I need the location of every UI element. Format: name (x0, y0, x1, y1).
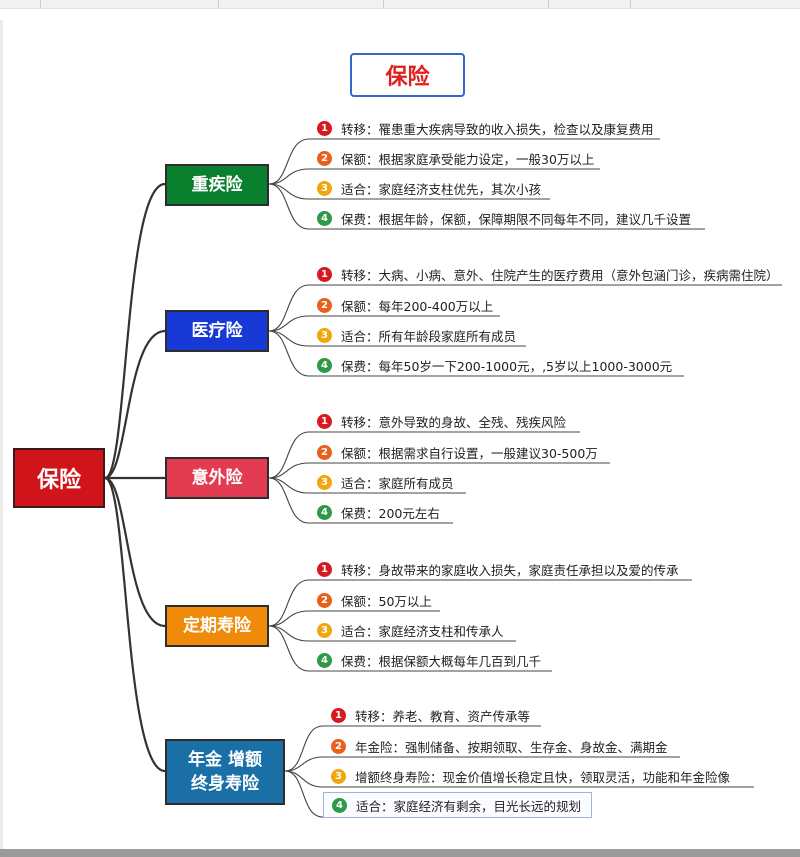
leaf-node[interactable]: 4 保费：200元左右 (317, 501, 440, 523)
number-badge-icon: 1 (317, 413, 332, 429)
number-badge-icon: 4 (317, 504, 332, 520)
number-badge-icon: 2 (317, 592, 332, 608)
leaf-text: 年金险：强制储备、按期领取、生存金、身故金、满期金 (355, 739, 668, 755)
number-badge-icon: 1 (317, 120, 332, 136)
window-bottom-bar (0, 849, 800, 857)
leaf-text: 适合：家庭经济支柱优先，其次小孩 (341, 181, 542, 197)
leaf-node[interactable]: 3 增额终身寿险：现金价值增长稳定且快，领取灵活，功能和年金险像 (331, 765, 730, 787)
number-badge-icon: 1 (317, 266, 332, 282)
leaf-text: 保额：根据家庭承受能力设定，一般30万以上 (341, 151, 595, 167)
branch-node-accident[interactable]: 意外险 (165, 457, 269, 499)
top-bar-divider (548, 0, 549, 8)
leaf-text: 转移：意外导致的身故、全残、残疾风险 (341, 414, 567, 430)
leaf-node[interactable]: 2 年金险：强制储备、按期领取、生存金、身故金、满期金 (331, 735, 668, 757)
leaf-node[interactable]: 1 转移：意外导致的身故、全残、残疾风险 (317, 410, 566, 432)
number-badge-icon: 3 (317, 622, 332, 638)
leaf-text: 保额：50万以上 (341, 593, 432, 609)
page-title[interactable]: 保险 (350, 53, 465, 97)
leaf-text: 保额：根据需求自行设置，一般建议30-500万 (341, 445, 598, 461)
leaf-node[interactable]: 3 适合：所有年龄段家庭所有成员 (317, 324, 516, 346)
number-badge-icon: 3 (331, 768, 346, 784)
leaf-node[interactable]: 2 保额：根据需求自行设置，一般建议30-500万 (317, 441, 598, 463)
leaf-node[interactable]: 1 转移：大病、小病、意外、住院产生的医疗费用（意外包涵门诊，疾病需住院） (317, 263, 779, 285)
branch-node-medical[interactable]: 医疗险 (165, 310, 269, 352)
top-bar-divider (383, 0, 384, 8)
leaf-text: 转移：养老、教育、资产传承等 (355, 708, 531, 724)
leaf-text: 适合：家庭所有成员 (341, 475, 454, 491)
window-top-bar (0, 0, 800, 9)
leaf-node[interactable]: 3 适合：家庭经济支柱优先，其次小孩 (317, 177, 541, 199)
number-badge-icon: 1 (331, 707, 346, 723)
leaf-text: 保费：200元左右 (341, 505, 440, 521)
top-bar-divider (630, 0, 631, 8)
leaf-node[interactable]: 4 保费：根据年龄，保额，保障期限不同每年不同，建议几千设置 (317, 207, 691, 229)
leaf-node[interactable]: 3 适合：家庭经济支柱和传承人 (317, 619, 504, 641)
leaf-text: 转移：身故带来的家庭收入损失，家庭责任承担以及爱的传承 (341, 562, 679, 578)
leaf-node[interactable]: 2 保额：50万以上 (317, 589, 432, 611)
number-badge-icon: 4 (317, 357, 332, 373)
number-badge-icon: 4 (332, 797, 347, 813)
branch-label-line1: 年金 增额 (188, 750, 262, 770)
leaf-text: 转移：罹患重大疾病导致的收入损失，检查以及康复费用 (341, 121, 654, 137)
number-badge-icon: 4 (317, 210, 332, 226)
number-badge-icon: 3 (317, 327, 332, 343)
branch-label-line2: 终身寿险 (191, 774, 259, 794)
leaf-text: 适合：家庭经济有剩余，目光长远的规划 (356, 798, 582, 814)
root-node[interactable]: 保险 (13, 448, 105, 508)
left-edge (0, 20, 3, 850)
number-badge-icon: 2 (317, 297, 332, 313)
top-bar-divider (40, 0, 41, 8)
leaf-node[interactable]: 3 适合：家庭所有成员 (317, 471, 454, 493)
branch-node-annuity[interactable]: 年金 增额 终身寿险 (165, 739, 285, 805)
leaf-node[interactable]: 2 保额：根据家庭承受能力设定，一般30万以上 (317, 147, 594, 169)
number-badge-icon: 2 (331, 738, 346, 754)
leaf-text: 增额终身寿险：现金价值增长稳定且快，领取灵活，功能和年金险像 (355, 769, 731, 785)
leaf-text: 保费：每年50岁一下200-1000元，,5岁以上1000-3000元 (341, 358, 673, 374)
number-badge-icon: 3 (317, 474, 332, 490)
leaf-node[interactable]: 1 转移：养老、教育、资产传承等 (331, 704, 530, 726)
leaf-node-selected[interactable]: 4 适合：家庭经济有剩余，目光长远的规划 (323, 792, 593, 818)
leaf-node[interactable]: 2 保额：每年200-400万以上 (317, 294, 493, 316)
leaf-node[interactable]: 4 保费：每年50岁一下200-1000元，,5岁以上1000-3000元 (317, 354, 672, 376)
leaf-node[interactable]: 4 保费：根据保额大概每年几百到几千 (317, 649, 541, 671)
number-badge-icon: 1 (317, 561, 332, 577)
leaf-text: 转移：大病、小病、意外、住院产生的医疗费用（意外包涵门诊，疾病需住院） (341, 267, 779, 283)
number-badge-icon: 4 (317, 652, 332, 668)
leaf-text: 保费：根据年龄，保额，保障期限不同每年不同，建议几千设置 (341, 211, 692, 227)
leaf-text: 保额：每年200-400万以上 (341, 298, 494, 314)
leaf-text: 适合：家庭经济支柱和传承人 (341, 623, 504, 639)
leaf-text: 保费：根据保额大概每年几百到几千 (341, 653, 542, 669)
number-badge-icon: 2 (317, 444, 332, 460)
number-badge-icon: 2 (317, 150, 332, 166)
branch-node-term-life[interactable]: 定期寿险 (165, 605, 269, 647)
top-bar-divider (218, 0, 219, 8)
number-badge-icon: 3 (317, 180, 332, 196)
leaf-text: 适合：所有年龄段家庭所有成员 (341, 328, 517, 344)
leaf-node[interactable]: 1 转移：身故带来的家庭收入损失，家庭责任承担以及爱的传承 (317, 558, 679, 580)
leaf-node[interactable]: 1 转移：罹患重大疾病导致的收入损失，检查以及康复费用 (317, 117, 654, 139)
branch-node-critical-illness[interactable]: 重疾险 (165, 164, 269, 206)
